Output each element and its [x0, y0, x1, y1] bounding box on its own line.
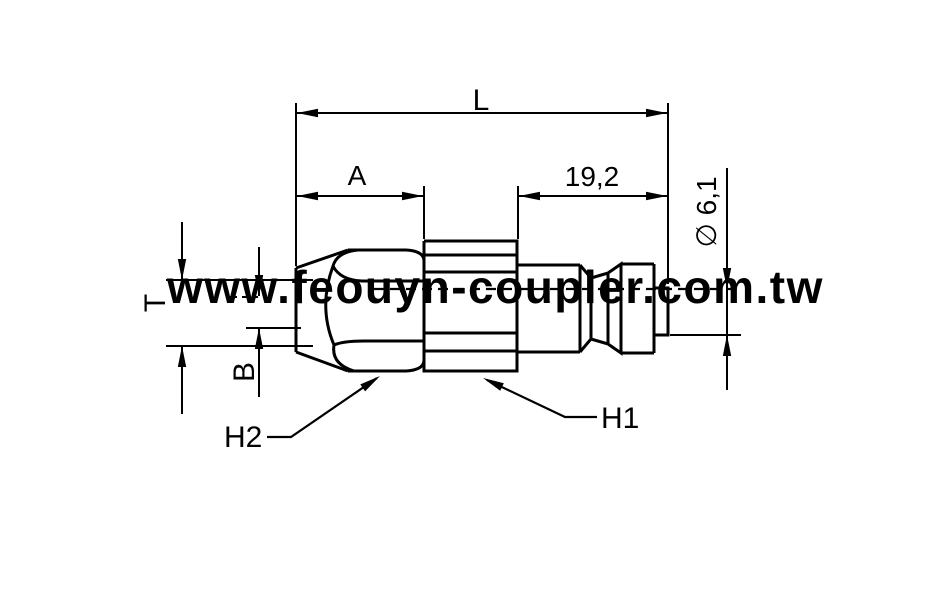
arrow-L-left	[297, 108, 318, 118]
dim-label-tip-length: 19,2	[565, 161, 620, 192]
arrow-A-right	[402, 191, 423, 201]
arrow-dia-top	[722, 268, 732, 289]
callout-label-h1: H1	[601, 402, 639, 435]
collet-nut-outline	[294, 248, 426, 373]
arrow-T-bottom	[177, 346, 187, 367]
callout-label-h2: H2	[224, 421, 262, 454]
leader-lines	[267, 377, 597, 439]
plug-tip	[578, 261, 670, 356]
arrow-192-left	[519, 191, 540, 201]
arrow-L-right	[646, 108, 667, 118]
watermark-text: www.feouyn-coupler.com.tw	[166, 261, 824, 313]
dimension-linework	[166, 103, 741, 439]
dimension-labels: L A 19,2 ∅ 6,1 T B H2 H1	[139, 84, 722, 454]
arrow-H1-leader	[483, 378, 504, 391]
dim-label-t: T	[139, 294, 172, 312]
arrow-B-bottom	[254, 328, 264, 349]
collet-nut-flutes	[324, 248, 424, 373]
arrow-192-right	[646, 191, 667, 201]
arrow-dia-bottom	[722, 335, 732, 356]
hex-body	[422, 239, 519, 373]
arrow-A-left	[297, 191, 318, 201]
coupler-part	[294, 239, 738, 373]
arrowheads	[177, 108, 732, 392]
extension-lines	[166, 103, 741, 347]
dim-label-b: B	[228, 362, 261, 382]
dim-label-tip-diameter: ∅ 6,1	[691, 176, 722, 247]
dim-label-section-a: A	[348, 160, 367, 191]
arrow-T-top	[177, 259, 187, 280]
arrow-H2-leader	[360, 376, 380, 392]
arrow-B-top	[254, 275, 264, 296]
cylinder-collar	[517, 263, 582, 354]
dim-label-overall-length: L	[473, 84, 490, 117]
